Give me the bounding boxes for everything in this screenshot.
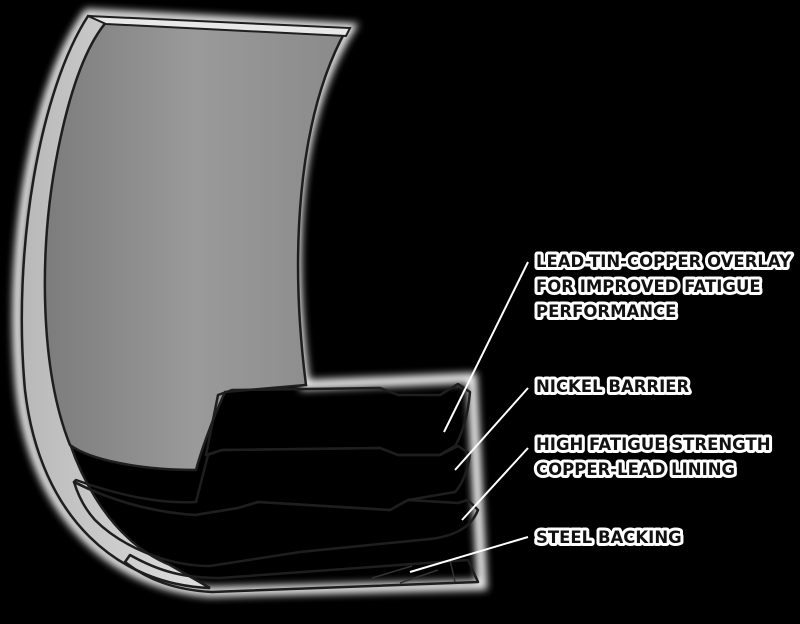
label-overlay: LEAD-TIN-COPPER OVERLAY FOR IMPROVED FAT…: [536, 252, 797, 321]
label-steel-backing: STEEL BACKING: [536, 528, 682, 547]
leader-overlay: [443, 261, 529, 433]
layer-nickel-barrier: [72, 444, 472, 517]
leader-steel: [409, 536, 529, 573]
label-copper-lead-lining: HIGH FATIGUE STRENGTH COPPER-LEAD LINING: [536, 435, 776, 479]
leader-nickel: [454, 387, 529, 471]
bearing-inner-surface: [43, 18, 349, 472]
label-nickel-barrier: NICKEL BARRIER: [536, 377, 690, 396]
leader-lines: [409, 261, 529, 573]
leader-lining: [461, 447, 529, 521]
shell-top-face: [87, 15, 352, 38]
steel-backing-ridges: [371, 559, 456, 584]
layer-steel-backing: [123, 553, 480, 594]
layer-overlay: [204, 382, 472, 457]
